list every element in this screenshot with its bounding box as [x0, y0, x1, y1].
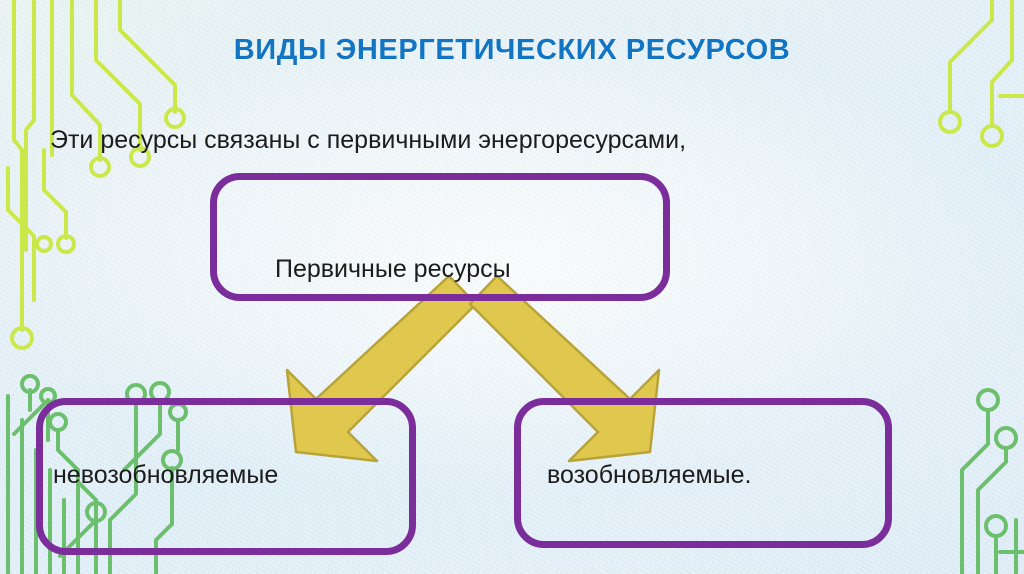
node-renewable-label: возобновляемые.	[547, 461, 752, 489]
node-primary-resources-label: Первичные ресурсы	[275, 255, 511, 283]
node-renewable[interactable]: возобновляемые.	[514, 398, 892, 548]
lead-paragraph: Эти ресурсы связаны с первичными энергор…	[50, 126, 687, 154]
page-title: ВИДЫ ЭНЕРГЕТИЧЕСКИХ РЕСУРСОВ	[233, 34, 791, 66]
node-nonrenewable[interactable]: невозобновляемые	[36, 398, 416, 555]
node-primary-resources[interactable]: Первичные ресурсы	[210, 173, 670, 301]
node-nonrenewable-label: невозобновляемые	[53, 461, 279, 489]
